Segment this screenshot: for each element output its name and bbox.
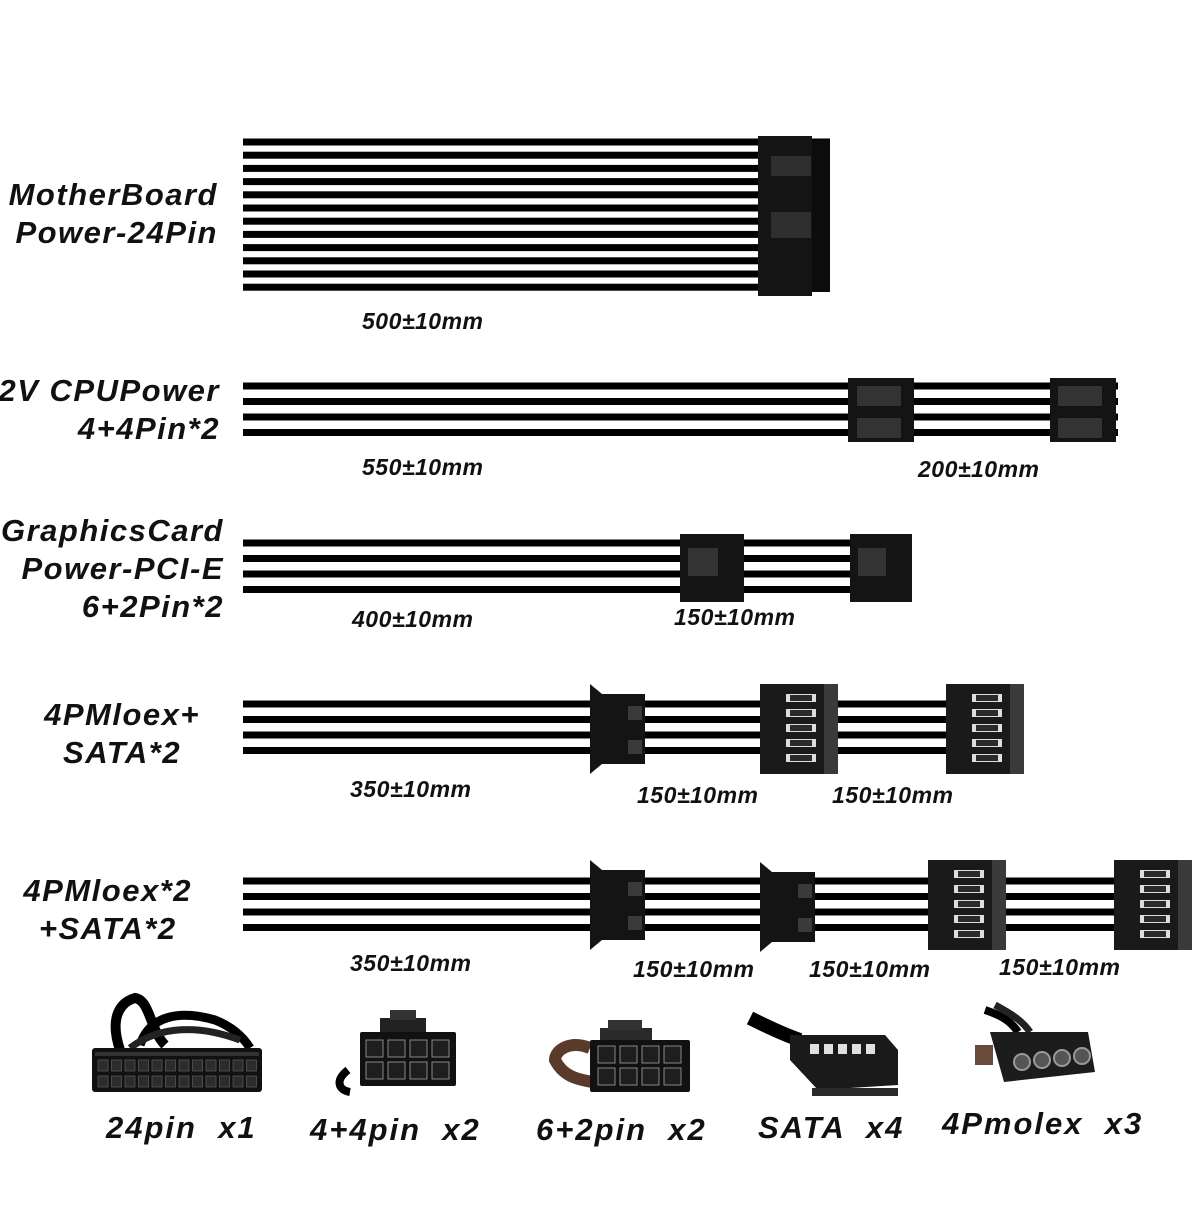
cable-name-line: 4PMloex*2 bbox=[23, 873, 192, 908]
length-label: 150±10mm bbox=[674, 604, 796, 630]
length-label: 500±10mm bbox=[362, 308, 484, 334]
cable-name-line: 12V CPUPower bbox=[0, 373, 220, 408]
length-label: 350±10mm bbox=[350, 776, 472, 802]
length-label: 400±10mm bbox=[352, 606, 474, 632]
cable-name-line: MotherBoard bbox=[8, 177, 218, 212]
connector-count-6plus2pin: 6+2pin x2 bbox=[536, 1112, 707, 1147]
length-label: 550±10mm bbox=[362, 454, 484, 480]
pcie-6plus2pin-cable bbox=[243, 534, 912, 602]
4plus4pin-connector-icon bbox=[335, 1010, 456, 1096]
connector-count-4plus4pin: 4+4pin x2 bbox=[310, 1112, 481, 1147]
length-label: 150±10mm bbox=[633, 956, 755, 982]
cable-name-line: 4+4Pin*2 bbox=[77, 411, 220, 446]
cable-name-line: GraphicsCard bbox=[0, 513, 224, 548]
length-label: 150±10mm bbox=[809, 956, 931, 982]
cable-name-motherboard: MotherBoard Power-24Pin bbox=[9, 176, 218, 252]
molex2-sata2-cable bbox=[243, 860, 1192, 952]
24pin-connector-icon bbox=[92, 992, 262, 1092]
length-label: 150±10mm bbox=[832, 782, 954, 808]
cable-name-line: 4PMloex+ bbox=[44, 697, 200, 732]
cable-name-line: 6+2Pin*2 bbox=[81, 589, 224, 624]
motherboard-24pin-cable bbox=[243, 136, 830, 296]
cable-name-line: Power-PCI-E bbox=[21, 551, 224, 586]
length-label: 150±10mm bbox=[637, 782, 759, 808]
6plus2pin-connector-icon bbox=[548, 1020, 690, 1092]
sata-connector-icon bbox=[746, 1011, 898, 1096]
molex-connector-icon bbox=[975, 1001, 1095, 1082]
cable-name-molex2-sata2: 4PMloex*2 +SATA*2 bbox=[23, 872, 192, 948]
cable-name-line: Power-24Pin bbox=[15, 215, 218, 250]
cable-name-cpu: 12V CPUPower 4+4Pin*2 bbox=[0, 372, 220, 448]
length-label: 150±10mm bbox=[999, 954, 1121, 980]
length-label: 350±10mm bbox=[350, 950, 472, 976]
cable-name-line: +SATA*2 bbox=[38, 911, 177, 946]
connector-count-sata: SATA x4 bbox=[758, 1110, 905, 1145]
cable-name-pcie: GraphicsCard Power-PCI-E 6+2Pin*2 bbox=[1, 512, 224, 626]
cpu-4plus4pin-cable bbox=[243, 378, 1118, 442]
connector-count-24pin: 24pin x1 bbox=[106, 1110, 257, 1145]
length-label: 200±10mm bbox=[918, 456, 1040, 482]
cable-name-molex-sata: 4PMloex+ SATA*2 bbox=[44, 696, 200, 772]
connector-count-molex: 4Pmolex x3 bbox=[942, 1106, 1144, 1141]
molex-sata2-cable bbox=[243, 684, 1024, 774]
cable-name-line: SATA*2 bbox=[63, 735, 182, 770]
